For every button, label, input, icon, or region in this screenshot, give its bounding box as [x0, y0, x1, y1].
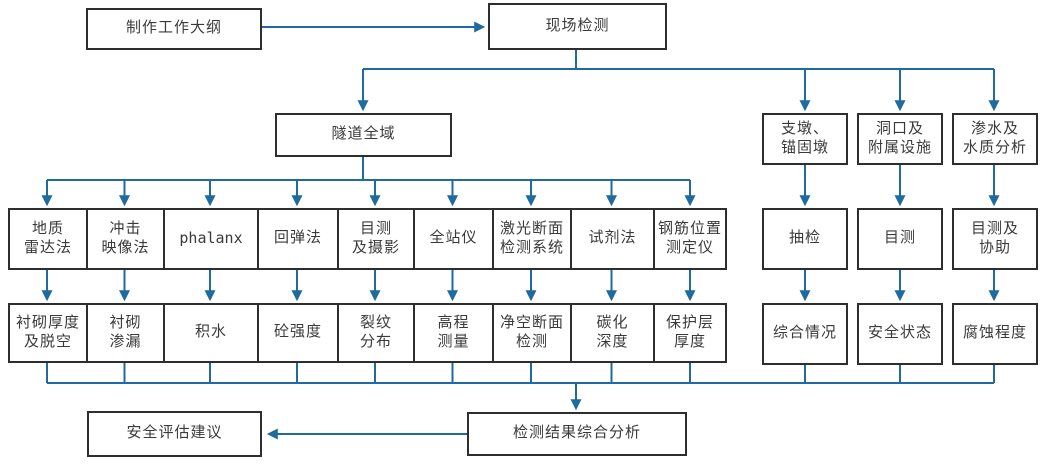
node-method-reagent-label: 试剂法	[588, 230, 637, 247]
node-result-crack-distribution: 裂纹 分布	[337, 303, 415, 363]
node-site-inspection-label: 现场检测	[545, 17, 610, 34]
node-method-total-station: 全站仪	[413, 208, 494, 270]
node-method-rebar-locator-label: 钢筋位置 测定仪	[657, 220, 722, 256]
node-target-portal-facilities-label: 洞口及 附属设施	[867, 120, 932, 156]
node-result-cover-thickness: 保护层 厚度	[653, 303, 727, 363]
node-result-corrosion-degree: 腐蚀程度	[952, 303, 1038, 365]
node-method-geological-radar-label: 地质 雷达法	[23, 220, 72, 256]
node-target-piers-anchors: 支墩、 锚固墩	[762, 113, 848, 165]
node-result-safety-status-label: 安全状态	[867, 325, 932, 342]
node-result-cover-thickness-label: 保护层 厚度	[665, 314, 714, 350]
node-method-visual-assist: 目测及 协助	[952, 208, 1038, 270]
connector-collector-stubs	[46, 363, 995, 383]
node-result-elevation-survey: 高程 测量	[413, 303, 494, 363]
node-result-concrete-strength: 砼强度	[257, 303, 339, 363]
node-make-outline-label: 制作工作大纲	[125, 20, 222, 37]
node-result-elevation-survey-label: 高程 测量	[437, 314, 470, 350]
node-result-safety-status: 安全状态	[857, 303, 943, 365]
node-method-reagent: 试剂法	[570, 208, 655, 270]
node-result-lining-thickness-void: 衬砌厚度 及脱空	[8, 303, 88, 363]
node-result-clearance-section: 净空断面 检测	[492, 303, 572, 363]
node-result-clearance-section-label: 净空断面 检测	[499, 314, 564, 350]
node-method-geological-radar: 地质 雷达法	[8, 208, 88, 270]
node-result-concrete-strength-label: 砼强度	[273, 324, 322, 341]
node-method-rebound-label: 回弹法	[273, 230, 322, 247]
node-result-water-accumulation: 积水	[163, 303, 259, 363]
node-result-lining-seepage: 衬砌 渗漏	[86, 303, 165, 363]
node-safety-evaluation-suggestion: 安全评估建议	[87, 411, 262, 457]
node-target-seepage-water-quality-label: 渗水及 水质分析	[962, 120, 1027, 156]
node-method-sampling-check: 抽检	[762, 208, 848, 270]
node-method-phalanx: phalanx	[163, 208, 259, 270]
node-site-inspection: 现场检测	[488, 3, 667, 50]
node-tunnel-whole-area-label: 隧道全域	[331, 126, 396, 143]
node-method-visual-photography-label: 目测 及摄影	[351, 220, 400, 256]
node-method-phalanx-label: phalanx	[179, 229, 243, 248]
node-method-sampling-check-label: 抽检	[788, 230, 821, 247]
node-result-lining-seepage-label: 衬砌 渗漏	[109, 314, 142, 350]
node-method-total-station-label: 全站仪	[429, 230, 478, 247]
node-method-visual: 目测	[857, 208, 943, 270]
node-result-crack-distribution-label: 裂纹 分布	[359, 314, 392, 350]
node-make-outline: 制作工作大纲	[86, 8, 262, 50]
node-comprehensive-analysis: 检测结果综合分析	[467, 412, 687, 456]
node-target-piers-anchors-label: 支墩、 锚固墩	[780, 120, 829, 156]
node-result-overall-condition: 综合情况	[762, 303, 848, 365]
node-method-laser-section-system: 激光断面 检测系统	[492, 208, 572, 270]
node-method-visual-assist-label: 目测及 协助	[970, 220, 1019, 256]
node-result-carbonation-depth-label: 碳化 深度	[596, 314, 629, 350]
node-tunnel-whole-area: 隧道全域	[275, 113, 452, 157]
node-method-visual-label: 目测	[883, 230, 916, 247]
node-target-seepage-water-quality: 渗水及 水质分析	[952, 113, 1038, 165]
node-method-rebar-locator: 钢筋位置 测定仪	[653, 208, 727, 270]
node-result-corrosion-degree-label: 腐蚀程度	[962, 325, 1027, 342]
node-method-rebound: 回弹法	[257, 208, 339, 270]
node-method-laser-section-system-label: 激光断面 检测系统	[499, 220, 564, 256]
node-comprehensive-analysis-label: 检测结果综合分析	[512, 425, 641, 442]
node-result-lining-thickness-void-label: 衬砌厚度 及脱空	[15, 314, 80, 350]
node-safety-evaluation-suggestion-label: 安全评估建议	[126, 425, 223, 442]
node-method-impact-imaging-label: 冲击 映像法	[101, 220, 150, 256]
node-result-water-accumulation-label: 积水	[194, 324, 227, 341]
node-target-portal-facilities: 洞口及 附属设施	[857, 113, 943, 165]
node-result-carbonation-depth: 碳化 深度	[570, 303, 655, 363]
node-method-visual-photography: 目测 及摄影	[337, 208, 415, 270]
node-method-impact-imaging: 冲击 映像法	[86, 208, 165, 270]
node-result-overall-condition-label: 综合情况	[772, 325, 837, 342]
